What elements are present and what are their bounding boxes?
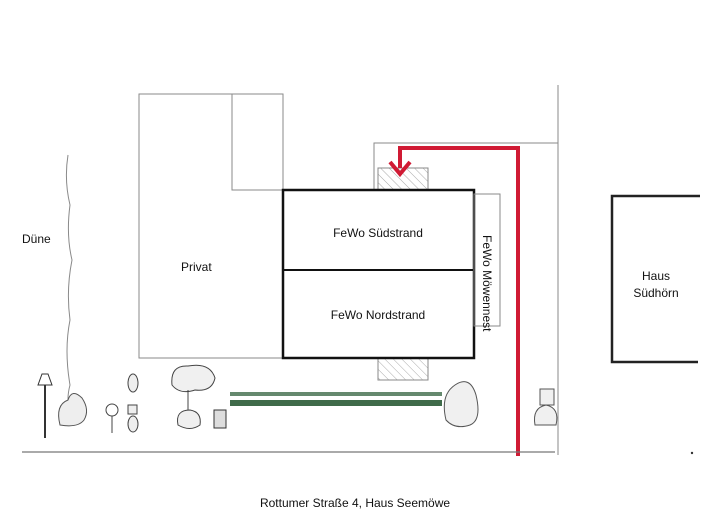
private-building xyxy=(138,93,284,359)
hedge-outline xyxy=(373,142,558,190)
topiary-icon xyxy=(127,373,139,433)
south-apartment-label: FeWo Südstrand xyxy=(333,226,423,240)
north-apartment-label: FeWo Nordstrand xyxy=(331,308,425,322)
dune-label: Düne xyxy=(22,232,51,246)
tree-icon xyxy=(171,364,216,429)
neighbor-house-label-2: Südhörn xyxy=(633,286,678,300)
seagull-nest-label: FeWo Möwennest xyxy=(480,235,494,332)
seagull-nest-annex xyxy=(473,193,501,327)
bin-icon xyxy=(534,388,558,426)
shrub-icon xyxy=(443,381,479,428)
route-arrow-icon xyxy=(388,160,412,178)
sign-icon xyxy=(105,403,119,433)
main-building xyxy=(281,188,476,360)
dune-line xyxy=(65,154,73,411)
dot-marker xyxy=(690,451,694,455)
planter-icon xyxy=(213,409,227,429)
street-lamp-icon xyxy=(37,373,53,438)
garden-fence xyxy=(230,392,442,406)
bush-icon xyxy=(58,393,88,427)
private-label: Privat xyxy=(181,260,212,274)
access-route xyxy=(398,146,520,456)
neighbor-house-label-1: Haus xyxy=(642,269,670,283)
address-caption: Rottumer Straße 4, Haus Seemöwe xyxy=(260,496,450,510)
entrance-south xyxy=(377,357,429,381)
neighbor-house xyxy=(610,194,700,364)
